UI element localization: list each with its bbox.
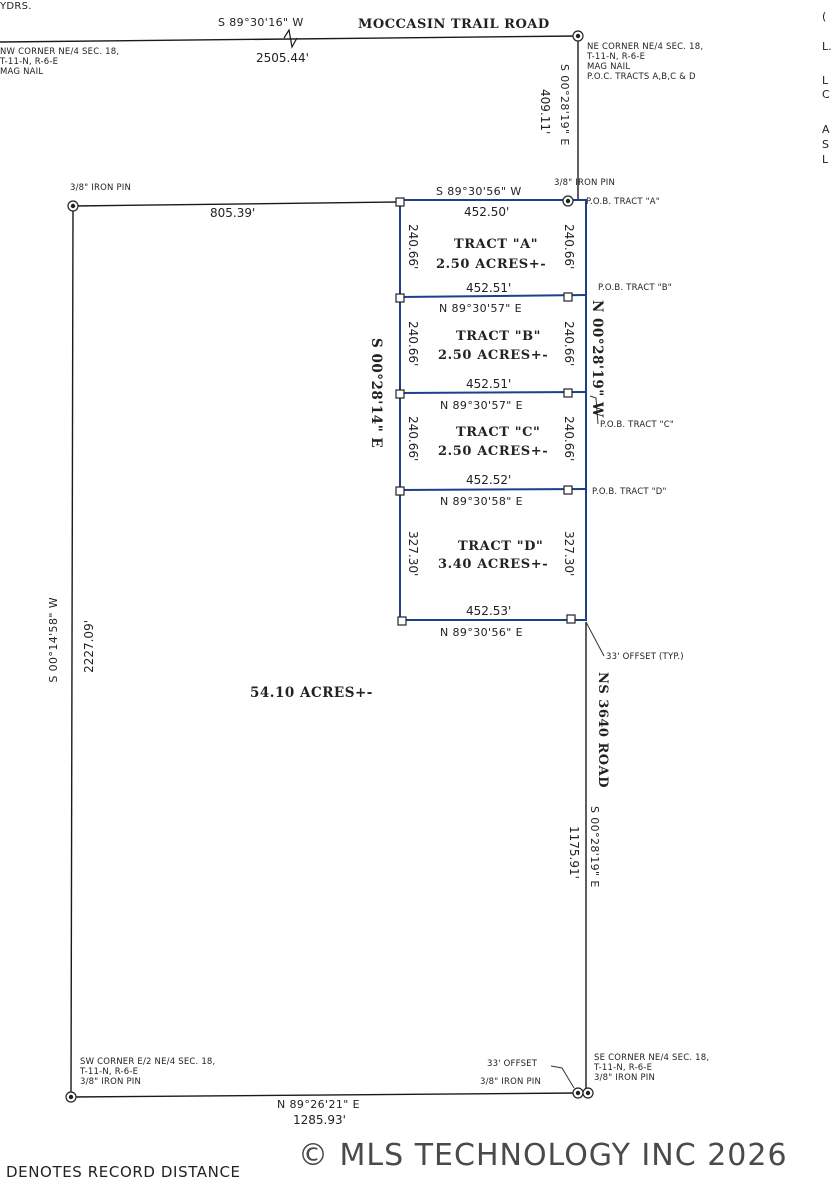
tract-c-d-line [399,488,587,491]
tracts-outline [399,199,587,621]
svg-text:T-11-N, R-6-E: T-11-N, R-6-E [79,1067,138,1077]
east-lower-distance: 1175.91' [567,826,581,879]
tract-c-name: TRACT "C" [456,425,540,440]
svg-text:3/8" IRON PIN: 3/8" IRON PIN [594,1073,655,1083]
tract-b-acres: 2.50 ACRES+- [438,348,548,363]
tract-c-pob-leader [589,395,599,425]
tract-a-east-distance: 240.66' [562,224,576,269]
east-iron-pin-label: 3/8" IRON PIN [554,178,615,188]
se-corner-label: SE CORNER NE/4 SEC. 18, T-11-N, R-6-E 3/… [593,1053,709,1083]
tract-d-east-distance: 327.30' [562,531,576,576]
tract-d-south-bearing: N 89°30'56" E [440,626,523,639]
tract-d-south-distance: 452.53' [466,604,511,618]
west-bearing: S 00°14'58" W [47,597,60,683]
sw-corner-label: SW CORNER E/2 NE/4 SEC. 18, T-11-N, R-6-… [79,1057,215,1087]
tract-b-east-distance: 240.66' [562,321,576,366]
tracts-west-bearing: S 00°28'14" E [368,338,384,448]
tract-c-east-distance: 240.66' [562,416,576,461]
south-bearing: N 89°26'21" E [277,1098,360,1111]
monuments [65,30,594,1103]
svg-text:MAG NAIL: MAG NAIL [0,67,43,77]
tracts [399,199,587,621]
north-road-label: MOCCASIN TRAIL ROAD [358,17,550,32]
tract-a-name: TRACT "A" [454,237,538,252]
tract-b-west-distance: 240.66' [406,321,420,366]
svg-text:SE CORNER NE/4 SEC. 18,: SE CORNER NE/4 SEC. 18, [594,1053,709,1063]
bottom-offset-leader [550,1065,575,1089]
tract-a-north-distance: 452.50' [464,205,509,219]
west-iron-pin-label: 3/8" IRON PIN [70,183,131,193]
tract-a-west-distance: 240.66' [406,224,420,269]
tract-c-north-bearing: N 89°30'57" E [440,399,523,412]
north-bearing: S 89°30'16" W [218,16,304,29]
leader-lines [550,395,605,1089]
ne-corner-label: NE CORNER NE/4 SEC. 18, T-11-N, R-6-E MA… [586,42,703,82]
svg-text:NE CORNER NE/4 SEC. 18,: NE CORNER NE/4 SEC. 18, [587,42,703,52]
legend-text: DENOTES RECORD DISTANCE [6,1163,241,1179]
tract-c-north-distance: 452.51' [466,377,511,391]
parent-acres: 54.10 ACRES+- [250,685,373,701]
offset-typ-label: 33' OFFSET (TYP.) [606,652,684,662]
south-distance: 1285.93' [293,1113,346,1127]
svg-text:NW CORNER NE/4 SEC. 18,: NW CORNER NE/4 SEC. 18, [0,47,119,57]
svg-text:T-11-N, R-6-E: T-11-N, R-6-E [0,57,58,67]
offset-typ-leader [585,621,605,657]
svg-text:C: C [822,88,830,101]
copyright-watermark: © MLS TECHNOLOGY INC 2026 [298,1138,788,1173]
west-distance: 2227.09' [82,620,96,673]
tract-b-north-bearing: N 89°30'57" E [439,302,522,315]
west-top-distance: 805.39' [210,206,255,220]
tract-a-north-bearing: S 89°30'56" W [436,185,522,198]
south-line [70,1092,579,1098]
svg-text:L: L [822,74,829,87]
north-line [0,35,579,43]
svg-text:A: A [822,123,830,136]
tract-b-name: TRACT "B" [456,329,541,344]
svg-text:3/8" IRON PIN: 3/8" IRON PIN [80,1077,141,1087]
east-road-label: NS 3640 ROAD [595,672,610,788]
tract-b-c-line [399,391,587,394]
svg-text:T-11-N, R-6-E: T-11-N, R-6-E [593,1063,652,1073]
tract-c-pob-label: P.O.B. TRACT "C" [600,420,674,430]
north-tie-distance: 409.11' [538,89,552,134]
tract-b-north-distance: 452.51' [466,281,511,295]
north-tie-bearing: S 00°28'19" E [558,64,571,146]
tract-d-north-distance: 452.52' [466,473,511,487]
right-edge-fragments: ( L. L C A S L [822,10,832,166]
tract-b-pob-label: P.O.B. TRACT "B" [598,283,672,293]
west-top-line [72,201,401,207]
tract-d-west-distance: 327.30' [406,531,420,576]
tract-d-north-bearing: N 89°30'58" E [440,495,523,508]
tract-c-acres: 2.50 ACRES+- [438,444,548,459]
tract-a-pob-label: P.O.B. TRACT "A" [586,197,660,207]
svg-text:(: ( [822,10,826,23]
east-lower-bearing: S 00°28'19" E [588,806,601,888]
svg-text:L: L [822,153,829,166]
nw-corner-label: NW CORNER NE/4 SEC. 18, T-11-N, R-6-E MA… [0,47,119,77]
west-line [70,205,74,1098]
line-break-mark [283,28,298,49]
parent-boundary [0,35,587,1098]
svg-text:SW CORNER E/2 NE/4 SEC. 18,: SW CORNER E/2 NE/4 SEC. 18, [80,1057,215,1067]
svg-text:P.O.C. TRACTS A,B,C & D: P.O.C. TRACTS A,B,C & D [587,72,696,82]
tract-d-acres: 3.40 ACRES+- [438,557,548,572]
bottom-offset-label: 33' OFFSET [487,1059,538,1069]
tract-c-west-distance: 240.66' [406,416,420,461]
north-distance: 2505.44' [256,51,309,65]
tract-a-b-line [399,294,587,298]
svg-text:S: S [822,138,829,151]
tract-d-pob-label: P.O.B. TRACT "D" [592,487,667,497]
header-fragment: YDRS. [0,1,32,12]
svg-text:MAG NAIL: MAG NAIL [587,62,630,72]
bottom-iron-pin-label: 3/8" IRON PIN [480,1077,541,1087]
svg-text:L.: L. [822,40,832,53]
tracts-east-bearing: N 00°28'19" W [589,300,605,418]
tract-d-name: TRACT "D" [458,539,543,554]
tract-a-acres: 2.50 ACRES+- [436,257,546,272]
svg-text:T-11-N, R-6-E: T-11-N, R-6-E [586,52,645,62]
tract-corner-pins [395,197,576,626]
